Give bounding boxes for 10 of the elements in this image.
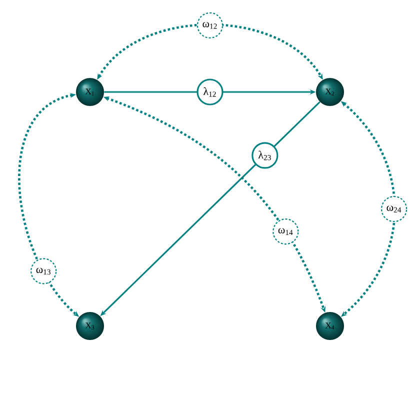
edge-label: λ$_{12}$ (196, 78, 224, 106)
edge-label: λ$_{23}$ (252, 142, 278, 169)
edge-label: ω$_{14}$ (272, 218, 299, 245)
edge-label: ω$_{12}$ (196, 12, 224, 38)
node-label: X$_{3}$ (85, 322, 94, 330)
node-label: X$_{1}$ (85, 88, 94, 96)
node-label: X$_{4}$ (325, 322, 334, 330)
edge-label: ω$_{13}$ (30, 258, 57, 284)
edge-label: ω$_{24}$ (381, 196, 408, 222)
node-label: X$_{2}$ (325, 88, 334, 96)
